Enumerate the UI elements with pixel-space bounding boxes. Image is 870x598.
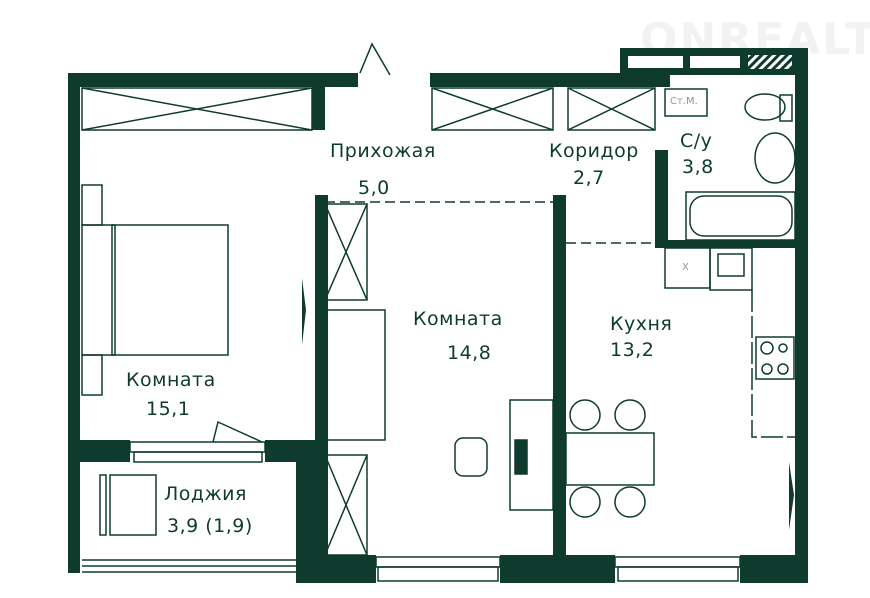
room-area-room-1: 15,1 — [146, 398, 191, 420]
room-label-kitchen: Кухня — [610, 313, 673, 335]
fridge-label: Х — [682, 262, 689, 273]
room-area-corridor: 2,7 — [573, 167, 605, 189]
room-area-hallway: 5,0 — [358, 177, 390, 199]
room-area-kitchen: 13,2 — [610, 339, 655, 361]
furniture — [81, 42, 796, 582]
room-label-corridor: Коридор — [549, 140, 639, 162]
room-area-room-2: 14,8 — [447, 342, 492, 364]
room-area-bathroom: 3,8 — [682, 156, 714, 178]
room-area-loggia: 3,9 (1,9) — [167, 515, 253, 537]
vent-shaft — [748, 55, 792, 69]
room-label-loggia: Лоджия — [164, 483, 247, 505]
room-label-bathroom: С/у — [680, 130, 713, 152]
room-label-room-1: Комната — [126, 369, 216, 391]
room-label-hallway: Прихожая — [330, 140, 436, 162]
room-label-room-2: Комната — [413, 308, 503, 330]
washing-machine-label: Ст.М. — [670, 96, 698, 107]
